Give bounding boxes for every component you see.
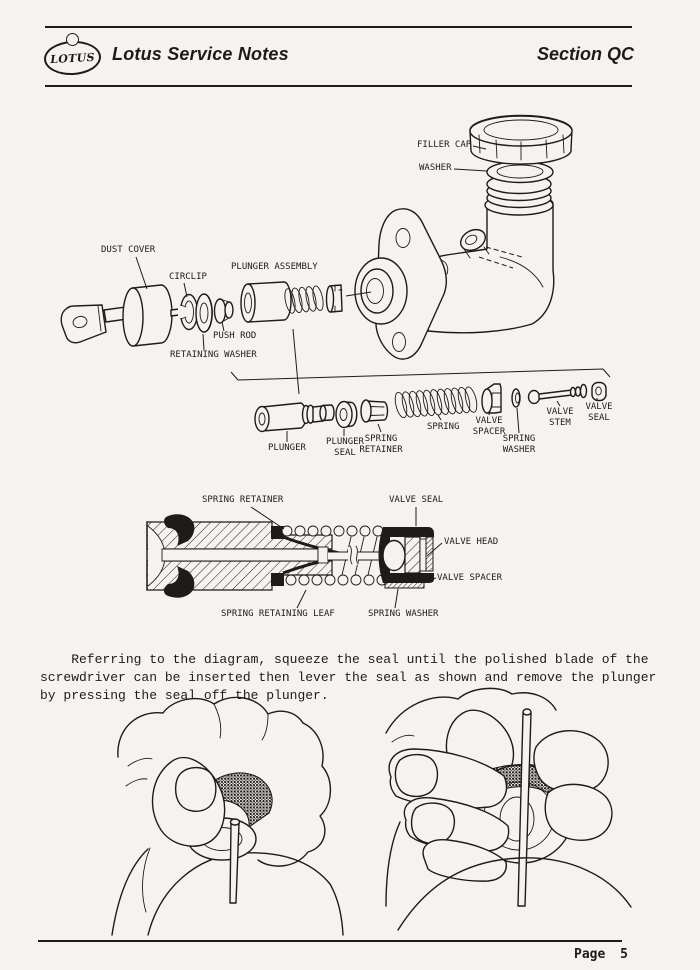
page-number: Page 5 [574,947,628,962]
label-retaining-washer: RETAINING WASHER [170,350,257,360]
label-dust-cover: DUST COVER [101,245,156,255]
footer-rule [38,940,622,942]
label-spring-washer-section: SPRING WASHER [368,609,439,619]
label-valve-head: VALVE HEAD [444,537,499,547]
label-washer: WASHER [419,163,452,173]
instruction-line: screwdriver can be inserted then lever t… [40,670,657,685]
label-spring-retainer-section: SPRING RETAINER [202,495,284,505]
page-title: Lotus Service Notes [112,44,289,64]
label-valve-seal-exploded: VALVE SEAL [585,402,613,423]
header-bottom-rule [45,85,632,87]
section-title: Section QC [536,44,634,64]
lotus-logo: LOTUS [43,33,104,77]
label-filler-cap: FILLER CAP [417,140,472,150]
internal-parts-drawing [230,328,611,442]
lotus-monogram-icon [66,33,79,46]
label-plunger-assembly: PLUNGER ASSEMBLY [231,262,318,272]
label-push-rod: PUSH ROD [213,331,257,341]
label-valve-seal-section: VALVE SEAL [389,495,444,505]
label-spring: SPRING [427,422,460,432]
instruction-paragraph: Referring to the diagram, squeeze the se… [40,651,672,705]
label-valve-spacer-section: VALVE SPACER [437,573,503,583]
label-circlip: CIRCLIP [169,272,207,282]
hand-squeeze-illustration [111,696,344,936]
label-spring-retainer-exploded: SPRING RETAINER [359,434,403,455]
label-spring-retaining-leaf: SPRING RETAINING LEAF [221,609,335,619]
instruction-line: by pressing the seal off the plunger. [40,688,329,703]
label-valve-spacer-exploded: VALVE SPACER [472,416,506,437]
label-spring-washer-exploded: SPRING WASHER [502,434,536,455]
hand-lever-illustration [385,687,632,931]
pushrod-exploded-drawing [60,145,488,351]
cross-section-drawing [146,506,443,609]
label-valve-stem: VALVE STEM [546,407,574,428]
master-cylinder-drawing [345,114,573,360]
instruction-line: Referring to the diagram, squeeze the se… [40,652,649,667]
label-plunger: PLUNGER [268,443,306,453]
header-top-rule [45,26,632,28]
label-plunger-seal: PLUNGER SEAL [326,437,364,458]
